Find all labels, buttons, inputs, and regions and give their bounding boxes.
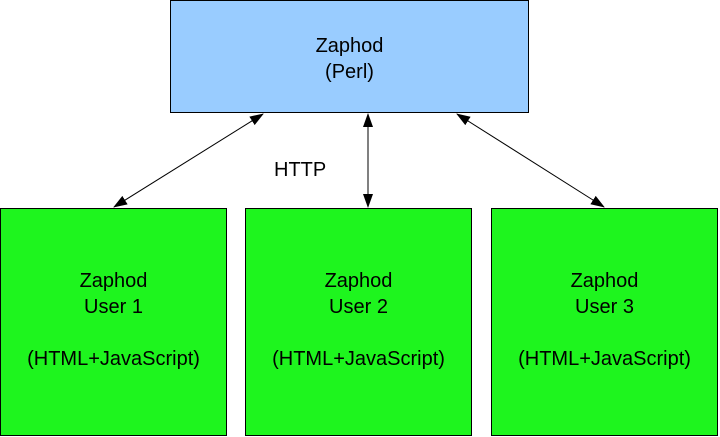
client-name: Zaphod — [79, 270, 148, 292]
client-user: User 1 — [84, 296, 143, 318]
client-name: Zaphod — [570, 270, 639, 292]
server-name: Zaphod — [315, 35, 384, 57]
client-node-user-2: Zaphod User 2 (HTML+JavaScript) — [245, 208, 472, 436]
server-node: Zaphod (Perl) — [170, 0, 529, 113]
protocol-label: HTTP — [274, 159, 327, 181]
connector-user-3 — [456, 113, 605, 208]
client-user: User 3 — [575, 296, 634, 318]
client-tech: (HTML+JavaScript) — [518, 348, 691, 370]
client-node-user-3: Zaphod User 3 (HTML+JavaScript) — [491, 208, 718, 436]
connector-user-1 — [113, 113, 264, 208]
client-user: User 2 — [329, 296, 388, 318]
client-name: Zaphod — [324, 270, 393, 292]
client-node-user-1: Zaphod User 1 (HTML+JavaScript) — [0, 208, 227, 436]
client-tech: (HTML+JavaScript) — [272, 348, 445, 370]
client-tech: (HTML+JavaScript) — [27, 348, 200, 370]
server-platform: (Perl) — [325, 61, 374, 83]
